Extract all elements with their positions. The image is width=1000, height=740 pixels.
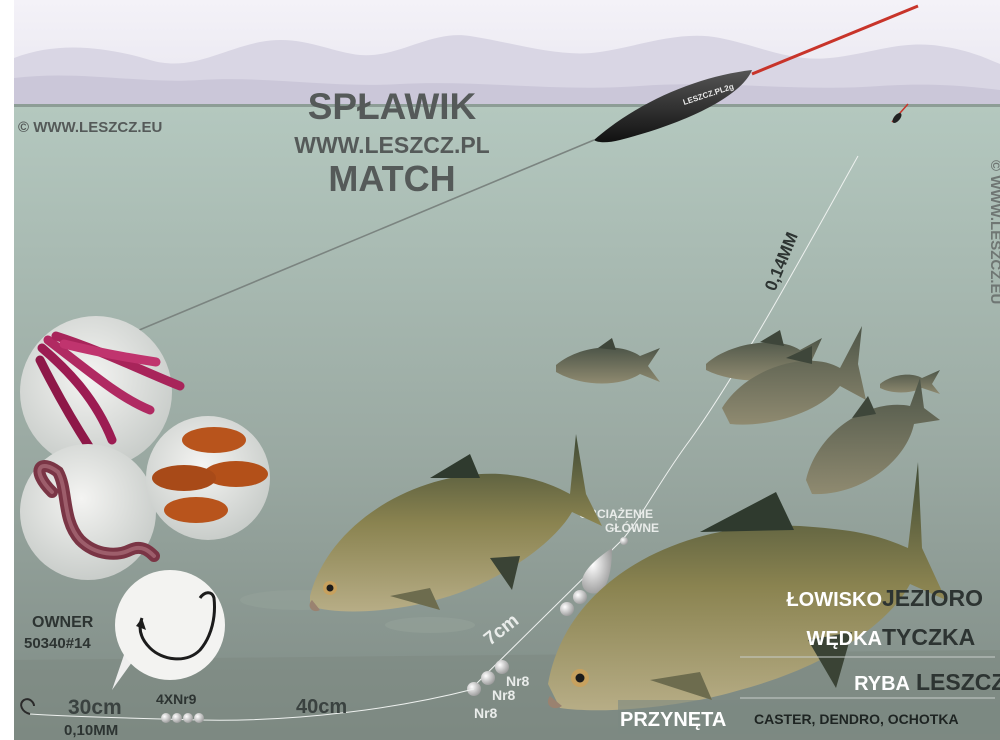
- bloodworm: [43, 335, 155, 415]
- hooklink-shot: [194, 713, 204, 723]
- caster: [204, 461, 268, 487]
- bait-caster: [146, 416, 270, 540]
- swivel: [620, 537, 628, 545]
- float-stem: [119, 139, 595, 339]
- info-fishery-value: JEZIORO: [882, 585, 983, 611]
- info-bait-band: [618, 700, 1000, 734]
- bream-front: [547, 462, 946, 711]
- hook-brand: OWNER: [32, 614, 94, 631]
- caster: [152, 465, 216, 491]
- shot-bead: [573, 590, 587, 604]
- main-weight-label-2: GŁÓWNE: [605, 520, 659, 535]
- bloodworm: [35, 355, 95, 453]
- shot-size-label: Nr8: [474, 705, 498, 721]
- bait-dendro: [20, 444, 160, 580]
- shot-nr8: [481, 671, 495, 685]
- hook-barb: [136, 618, 146, 630]
- hook-model: 50340#14: [24, 635, 91, 652]
- hooklink-shot-label: 4XNr9: [156, 691, 197, 707]
- info-rod-label: WĘDKA: [806, 628, 882, 650]
- hook-callout: [115, 570, 225, 680]
- hooklink-distance-label: 30cm: [68, 696, 122, 719]
- hooklink-line-label: 0,10MM: [64, 722, 118, 739]
- small-hook: [20, 698, 35, 715]
- shot-size-label: Nr8: [492, 687, 516, 703]
- small-float: [892, 113, 902, 123]
- main-line: [621, 155, 859, 541]
- fish-far: [722, 326, 866, 425]
- water-surface: [14, 104, 1000, 107]
- info-bait-label: PRZYNĘTA: [620, 709, 726, 731]
- info-bait-value: CASTER, DENDRO, OCHOTKA: [754, 711, 959, 727]
- fish-far: [880, 370, 940, 394]
- bloodworm: [37, 343, 117, 445]
- hooklink-shot: [172, 713, 182, 723]
- fish-far: [556, 338, 660, 384]
- title-line-2: WWW.LESZCZ.PL: [294, 132, 489, 158]
- info-fish-value: LESZCZ: [916, 669, 1000, 695]
- line-distance-label: 40cm: [296, 696, 347, 718]
- caster: [182, 427, 246, 453]
- info-rod-value: TYCZKA: [882, 624, 975, 650]
- hooklink-shot: [183, 713, 193, 723]
- shot-bead: [560, 602, 574, 616]
- bait-bloodworm: [20, 316, 185, 468]
- title-line-3: MATCH: [328, 158, 455, 199]
- float-body: [594, 70, 752, 143]
- rod-tip: [751, 4, 919, 76]
- shot-nr8: [495, 660, 509, 674]
- main-weight: [582, 548, 612, 594]
- fish-far: [806, 378, 940, 495]
- dendro-worm-highlight: [37, 464, 156, 558]
- info-fish-label: RYBA: [854, 673, 910, 695]
- bloodworm: [59, 339, 161, 367]
- shot-size-label: Nr8: [506, 673, 530, 689]
- bream-middle: [309, 434, 602, 612]
- hook-icon: [138, 591, 216, 661]
- title-line-1: SPŁAWIK: [308, 86, 477, 127]
- bait-circle: [20, 444, 156, 580]
- hooklink-line: [29, 688, 475, 721]
- hooklink-shot: [161, 713, 171, 723]
- info-fishery-label: ŁOWISKO: [786, 589, 882, 611]
- copyright-left: © WWW.LESZCZ.EU: [18, 119, 162, 136]
- mountains-near: [14, 75, 1000, 105]
- bottom-stone: [385, 617, 475, 633]
- caster: [164, 497, 228, 523]
- copyright-right: © WWW.LESZCZ.EU: [987, 160, 1000, 304]
